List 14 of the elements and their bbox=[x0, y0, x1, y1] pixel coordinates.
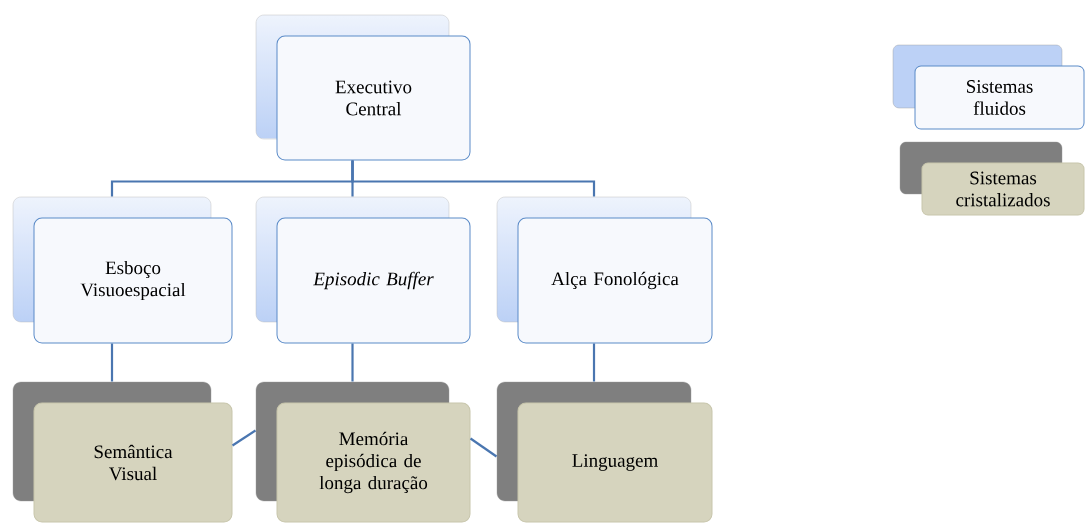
component-box: Alça Fonológica bbox=[496, 196, 713, 344]
connector-line bbox=[351, 343, 354, 382]
memory-box: Linguagem bbox=[496, 381, 713, 523]
component-box: Episodic Buffer bbox=[255, 196, 471, 344]
connector-line bbox=[231, 429, 257, 447]
connector-line bbox=[110, 343, 114, 382]
memory-box: Semântica Visual bbox=[12, 381, 233, 523]
memory-box: Memória episódica de longa duração bbox=[255, 381, 471, 523]
legend-item: Sistemas fluidos bbox=[892, 44, 1085, 130]
connector-line bbox=[592, 343, 596, 382]
legend-item: Sistemas cristalizados bbox=[899, 141, 1085, 216]
component-box: Executivo Central bbox=[255, 14, 471, 161]
component-box: Esboço Visuoespacial bbox=[12, 196, 233, 344]
connector-line bbox=[351, 160, 596, 197]
